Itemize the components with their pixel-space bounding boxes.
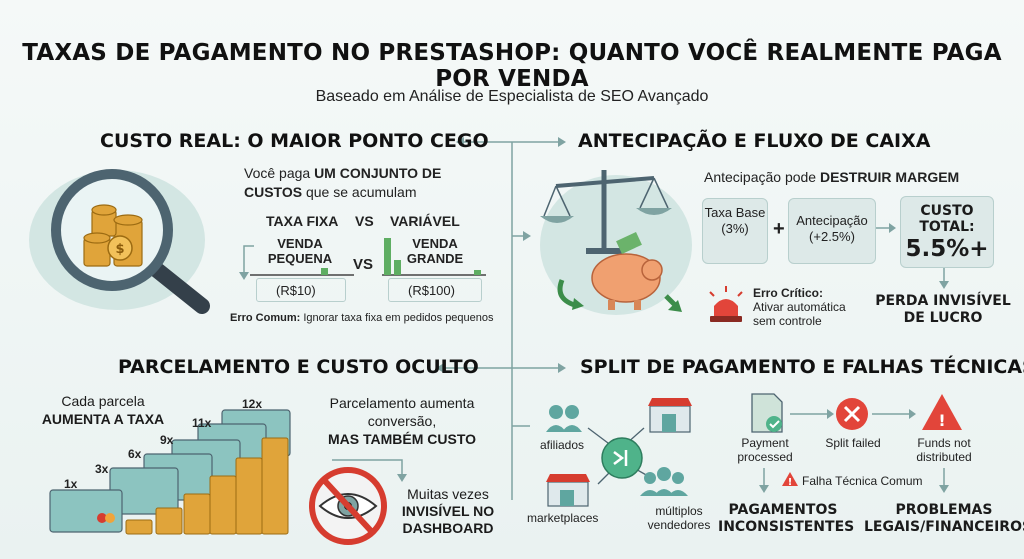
arrow-bent-icon [332,459,407,482]
erro-critico-text-2: sem controle [753,314,822,328]
taxa-base-card: Taxa Base (3%) [702,198,768,264]
falha-tecnica-label: Falha Técnica Comum [802,474,923,488]
svg-text:$: $ [115,242,124,257]
scale-piggybank-icon [540,170,692,315]
vs-label-top: VS [355,213,374,229]
antecipacao-card: Antecipação (+2.5%) [788,198,876,264]
lead-text: Você paga [244,165,315,181]
small-sale-box [256,278,346,302]
parcelamento-right: Parcelamento aumenta conversão, MAS TAMB… [312,394,492,448]
custo-real-heading: CUSTO REAL: O MAIOR PONTO CEGO [100,130,489,152]
plus-sign: + [773,218,785,240]
perda-invisivel: PERDA INVISÍVEL DE LUCRO [868,293,1018,327]
perda-line-1: PERDA INVISÍVEL [875,293,1011,309]
page-title: TAXAS DE PAGAMENTO NO PRESTASHOP: QUANTO… [22,40,1002,92]
dashboard-note: Muitas vezes INVISÍVEL NO DASHBOARD [388,486,508,537]
parcelamento-lead-1: Cada parcela [61,393,145,409]
flow-funds-not-distributed: Funds not distributed [916,436,972,464]
erro-text: Ignorar taxa fixa em pedidos pequenos [300,312,494,324]
lead-text-2: que se acumulam [302,184,417,200]
venda-grande-label: VENDA GRANDE [406,236,464,266]
flow-split-failed: Split failed [825,436,881,450]
parcelamento-lead-2: AUMENTA A TAXA [41,411,165,427]
page-subtitle: Baseado em Análise de Especialista de SE… [315,88,709,105]
magnifier-coins-icon: $ [29,169,210,314]
installment-cards-coins [49,409,291,535]
installment-6x: 6x [128,447,142,461]
node-multiplos-vendedores: múltiplos vendedores [647,504,711,532]
installment-12x: 12x [242,397,263,411]
custo-total-value: 5.5%+ [905,236,989,262]
custo-total-card: CUSTO TOTAL: 5.5%+ [900,196,994,268]
custo-total-label: CUSTO TOTAL: [919,203,975,235]
dashboard-note-1: Muitas vezes [407,486,489,502]
installment-3x: 3x [95,462,109,476]
lead-bold-2: CUSTOS [244,184,303,200]
split-heading: SPLIT DE PAGAMENTO E FALHAS TÉCNICAS [580,356,1024,378]
node-afiliados: afiliados [540,438,585,452]
pagamentos-inconsistentes: PAGAMENTOS INCONSISTENTES [718,502,855,535]
large-sale-box [388,278,482,302]
problemas-legais: PROBLEMAS LEGAIS/FINANCEIROS [864,502,1024,535]
taxa-base-label: Taxa Base [704,205,766,220]
parcelamento-lead: Cada parcela AUMENTA A TAXA [38,392,168,428]
antecipacao-erro: Erro Crítico: Ativar automática sem cont… [753,286,846,328]
dashboard-note-2: INVISÍVEL NO [401,503,495,519]
falha-arrows: ! [759,468,949,493]
erro-critico-text-1: Ativar automática [753,300,846,314]
erro-critico-label: Erro Crítico: [753,286,824,300]
vs-label-mid: VS [353,256,374,273]
node-marketplaces: marketplaces [527,511,599,525]
arrow-right-icon [876,223,896,233]
arrow-down-icon [939,268,949,289]
custo-real-erro: Erro Comum: Ignorar taxa fixa em pedidos… [230,312,494,324]
antecipacao-lead: Antecipação pode DESTRUIR MARGEM [704,169,959,185]
lead-bold: UM CONJUNTO DE [314,165,442,181]
dashboard-note-3: DASHBOARD [402,520,494,536]
antecipacao-lead-bold: DESTRUIR MARGEM [819,169,960,185]
erro-label: Erro Comum: [230,312,301,324]
taxa-fixa-label: TAXA FIXA [266,213,339,229]
alarm-siren-icon [709,286,743,322]
taxa-base-value: (3%) [721,221,749,236]
split-flow-icons: ! [751,393,962,433]
custo-real-lead: Você paga UM CONJUNTO DE [244,165,441,181]
parcelamento-right-1: Parcelamento aumenta [329,395,475,411]
installment-9x: 9x [160,433,174,447]
antecipacao-heading: ANTECIPAÇÃO E FLUXO DE CAIXA [578,130,931,152]
antecipacao-value: (+2.5%) [809,229,855,244]
parcelamento-heading: PARCELAMENTO E CUSTO OCULTO [118,356,479,378]
antecipacao-lead-text: Antecipação pode [704,169,820,185]
parcelamento-right-3: MAS TAMBÉM CUSTO [327,431,477,447]
venda-pequena-label: VENDA PEQUENA [267,236,333,266]
antecipacao-label: Antecipação [796,213,868,228]
hidden-eye-icon [309,467,387,545]
parcelamento-right-2: conversão, [367,413,437,429]
perda-line-2: DE LUCRO [903,310,983,326]
installment-1x: 1x [64,477,78,491]
small-sale-value: (R$10) [276,283,316,298]
variavel-label: VARIÁVEL [390,213,460,229]
flow-payment-processed: Payment processed [737,436,793,464]
fixed-vs-variable-bars [239,238,486,280]
installment-11x: 11x [192,416,212,430]
svg-text:!: ! [938,411,945,430]
svg-text:!: ! [788,477,793,488]
custo-real-lead-2: CUSTOS que se acumulam [244,184,417,200]
split-network-diagram [546,398,692,507]
large-sale-value: (R$100) [408,283,455,298]
